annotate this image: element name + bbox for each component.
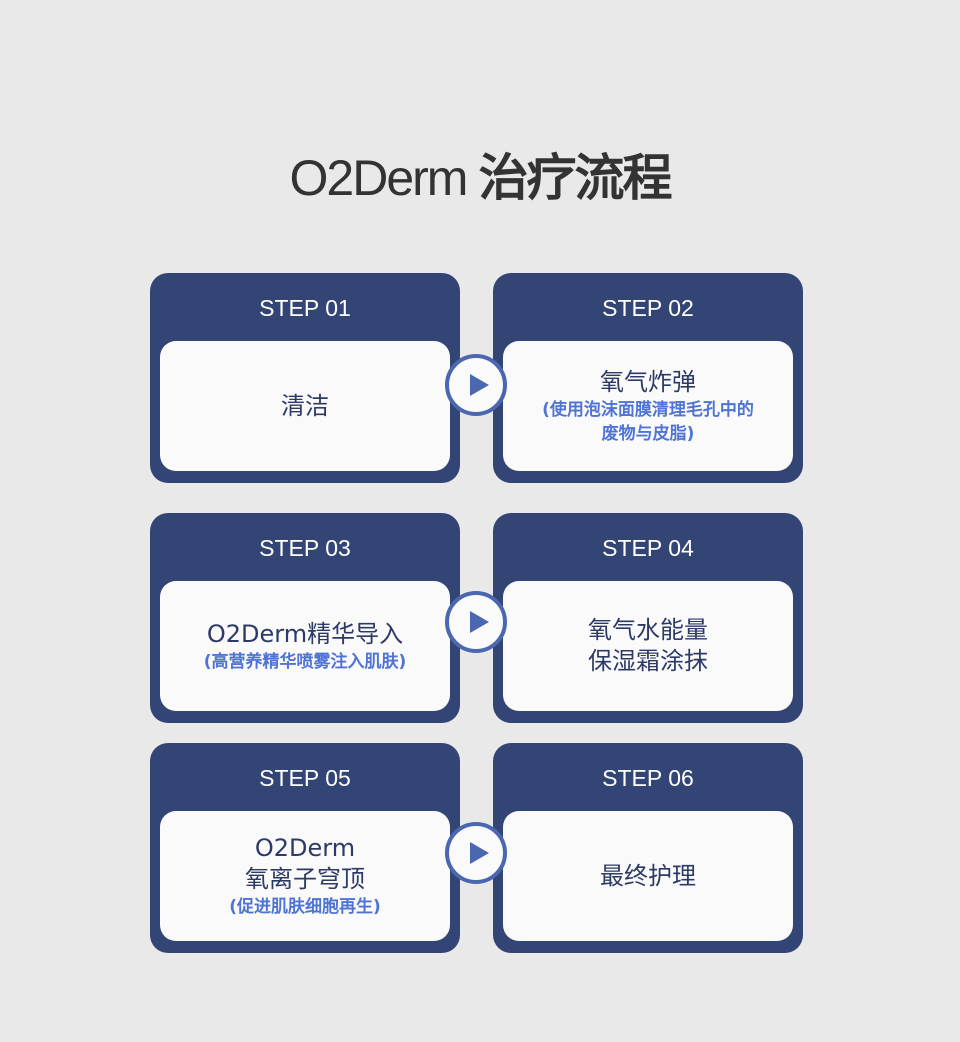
step-title: 最终护理: [600, 861, 696, 890]
step-card: STEP 04 氧气水能量保湿霜涂抹: [493, 513, 803, 723]
play-arrow-icon: [445, 822, 507, 884]
step-description: 废物与皮脂): [601, 423, 695, 444]
title-brand: O2Derm: [289, 150, 469, 206]
step-description: (使用泡沫面膜清理毛孔中的: [542, 399, 754, 420]
step-content: O2Derm 氧离子穹顶 (促进肌肤细胞再生): [160, 811, 450, 941]
step-label: STEP 04: [602, 535, 694, 561]
step-label: STEP 05: [259, 765, 351, 791]
step-description: (高营养精华喷雾注入肌肤): [203, 651, 407, 672]
step-title: 氧离子穹顶: [245, 865, 365, 893]
step-title: 氧气炸弹: [600, 367, 696, 396]
step-label: STEP 02: [602, 295, 694, 321]
step-title: O2Derm: [254, 834, 356, 862]
step-card: STEP 05 O2Derm 氧离子穹顶 (促进肌肤细胞再生): [150, 743, 460, 953]
step-title: 氧气水能量: [588, 616, 708, 644]
step-card: STEP 01 清洁: [150, 273, 460, 483]
play-arrow-icon: [445, 354, 507, 416]
step-label: STEP 03: [259, 535, 351, 561]
step-label: STEP 01: [259, 295, 351, 321]
step-content: 氧气水能量保湿霜涂抹: [503, 581, 793, 711]
step-title: 清洁: [281, 391, 329, 420]
title-text: 治疗流程: [478, 149, 672, 207]
step-title: 保湿霜涂抹: [588, 647, 708, 675]
step-card: STEP 06 最终护理: [493, 743, 803, 953]
step-description: (促进肌肤细胞再生): [229, 897, 381, 917]
step-content: O2Derm精华导入 (高营养精华喷雾注入肌肤): [160, 581, 450, 711]
step-content: 最终护理: [503, 811, 793, 941]
step-content: 氧气炸弹 (使用泡沫面膜清理毛孔中的废物与皮脂): [503, 341, 793, 471]
step-card: STEP 02 氧气炸弹 (使用泡沫面膜清理毛孔中的废物与皮脂): [493, 273, 803, 483]
play-arrow-icon: [445, 591, 507, 653]
step-card: STEP 03 O2Derm精华导入 (高营养精华喷雾注入肌肤): [150, 513, 460, 723]
step-title: O2Derm精华导入: [206, 619, 404, 648]
step-label: STEP 06: [602, 765, 694, 791]
step-content: 清洁: [160, 341, 450, 471]
